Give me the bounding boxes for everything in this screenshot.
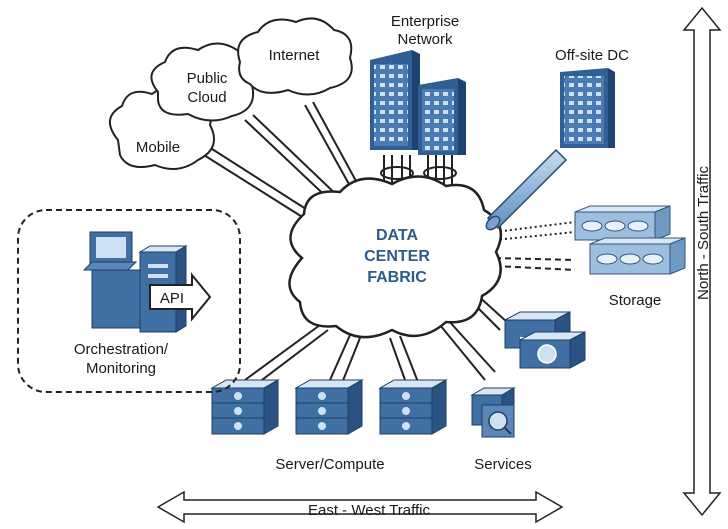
orchestration-label-1: Orchestration/ bbox=[74, 341, 169, 358]
north-south-arrow bbox=[682, 6, 722, 517]
public-cloud-label-1: Public bbox=[187, 70, 228, 87]
server-compute-label: Server/Compute bbox=[275, 456, 384, 473]
storage-label: Storage bbox=[609, 292, 662, 309]
off-site-dc-label: Off-site DC bbox=[555, 47, 629, 64]
orchestration-box bbox=[17, 209, 241, 393]
storage-links bbox=[494, 221, 576, 271]
enterprise-label-1: Enterprise bbox=[391, 13, 459, 30]
east-west-arrow bbox=[156, 490, 564, 524]
fabric-label-2: CENTER bbox=[364, 248, 430, 265]
orchestration-workstation-icon bbox=[82, 231, 188, 333]
off-site-dc-building bbox=[560, 68, 615, 148]
north-south-label: North - South Traffic bbox=[695, 166, 712, 300]
services-label: Services bbox=[474, 456, 532, 473]
server-stack-3 bbox=[378, 379, 448, 435]
enterprise-network-buildings bbox=[370, 50, 466, 155]
api-arrow bbox=[149, 272, 212, 322]
api-label: API bbox=[160, 290, 184, 307]
storage-array-top bbox=[574, 205, 671, 241]
services-appliance-bottom bbox=[470, 387, 516, 438]
internet-label: Internet bbox=[269, 47, 321, 64]
storage-array-bottom bbox=[589, 237, 686, 275]
fabric-label-1: DATA bbox=[376, 227, 419, 244]
fabric-label-3: FABRIC bbox=[367, 269, 427, 286]
link-bundle-ring bbox=[380, 166, 414, 180]
east-west-label: East - West Traffic bbox=[308, 502, 430, 519]
internet-cloud bbox=[237, 17, 353, 96]
server-stack-1 bbox=[210, 379, 280, 435]
services-appliance-mid bbox=[519, 331, 586, 369]
server-stack-2 bbox=[294, 379, 364, 435]
mobile-label: Mobile bbox=[136, 139, 180, 156]
link-bundle-ring bbox=[423, 166, 457, 180]
orchestration-label-2: Monitoring bbox=[86, 360, 156, 377]
enterprise-label-2: Network bbox=[397, 31, 453, 48]
data-center-fabric-cloud bbox=[288, 175, 503, 339]
public-cloud-label-2: Cloud bbox=[187, 89, 226, 106]
off-site-link-pipe bbox=[485, 148, 568, 231]
